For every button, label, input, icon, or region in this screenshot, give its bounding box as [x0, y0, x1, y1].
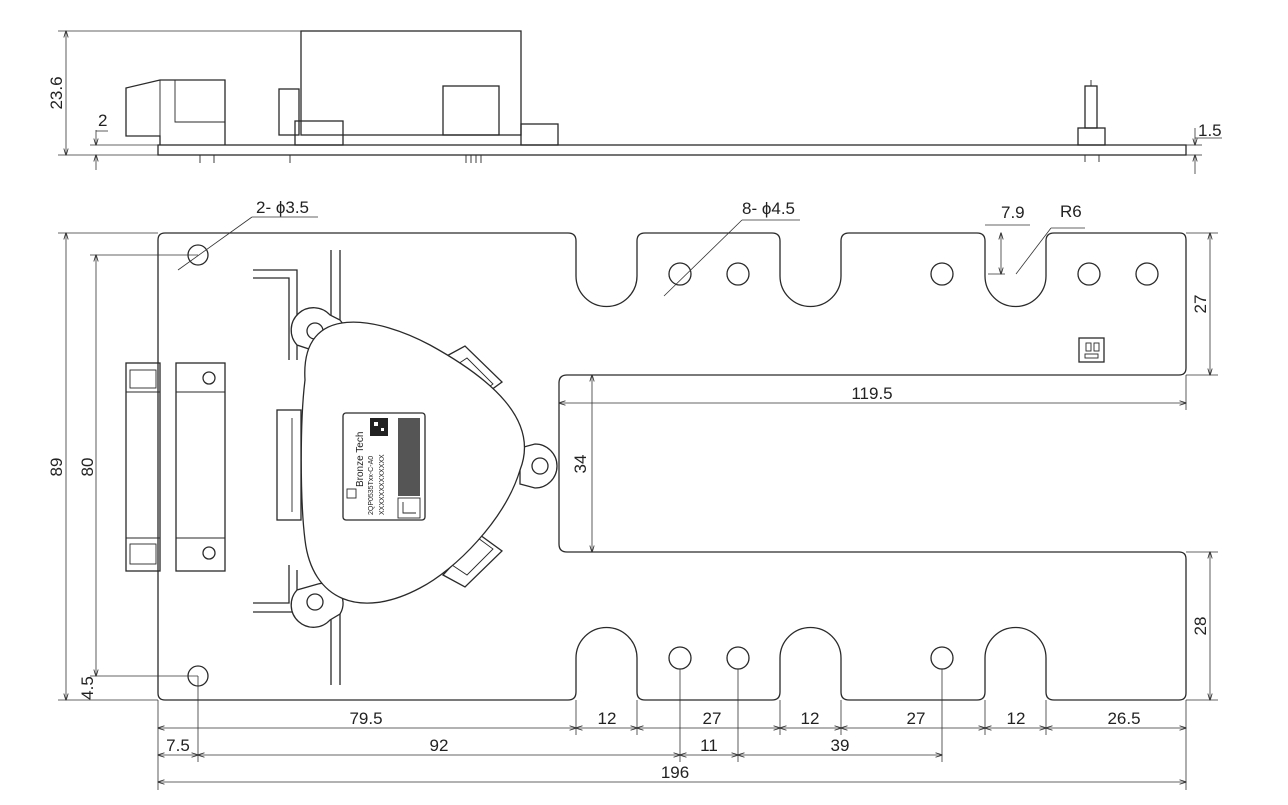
dim-cutout-length: 119.5 [851, 384, 892, 403]
dim-upper-arm-width: 27 [1191, 295, 1210, 314]
dimensions: 2- ϕ3.5 8- ϕ4.5 7.9 R6 89 80 4.5 27 [47, 198, 1218, 790]
small-component [1078, 337, 1105, 363]
dim-hole-to-hole-1: 92 [430, 736, 449, 755]
left-connector [125, 362, 226, 572]
dim-side-thickness: 1.5 [1198, 121, 1222, 140]
board-outline [157, 232, 1187, 701]
qr-code-icon [370, 418, 388, 436]
slot-hole [726, 262, 750, 286]
dim-hole-spacing-vertical: 80 [78, 458, 97, 477]
top-view: Bronze Tech 2QP0535Txx-C-A0 XXXXXXXXXXXX… [125, 232, 1187, 701]
label-part-number: 2QP0535Txx-C-A0 [368, 456, 375, 515]
dim-hole-to-hole-3: 39 [831, 736, 850, 755]
slot-hole [1135, 262, 1159, 286]
slot-hole [726, 646, 750, 670]
dim-cutout-height: 34 [571, 455, 590, 474]
dim-bottom-seg-6: 12 [1007, 709, 1026, 728]
corner-mark-icon [397, 497, 421, 519]
dim-slot-depth: 7.9 [1001, 203, 1025, 222]
dim-bottom-seg-5: 27 [907, 709, 926, 728]
dim-hole-offset-bottom: 4.5 [78, 676, 97, 700]
triangular-module [290, 307, 558, 628]
slot-hole [930, 262, 954, 286]
dim-bottom-seg-1: 79.5 [349, 709, 382, 728]
dim-slot-radius: R6 [1060, 202, 1082, 221]
slot-hole [668, 262, 692, 286]
module-label: Bronze Tech 2QP0535Txx-C-A0 XXXXXXXXXXXX… [342, 412, 426, 521]
dim-hole-to-hole-2: 11 [700, 736, 718, 755]
slot-hole [930, 646, 954, 670]
side-view: 23.6 2 1.5 [47, 31, 1222, 174]
label-serial: XXXXXXXXXXXXX [379, 454, 386, 515]
dim-side-height: 23.6 [47, 76, 66, 109]
slot-hole [1077, 262, 1101, 286]
dim-bottom-seg-3: 27 [703, 709, 722, 728]
dim-bottom-seg-2: 12 [598, 709, 617, 728]
dim-side-offset: 2 [98, 111, 107, 130]
dim-slot-hole-callout: 8- ϕ4.5 [742, 199, 795, 218]
label-brand: Bronze Tech [355, 432, 366, 487]
dim-overall-length: 196 [661, 763, 689, 782]
dim-top-hole-callout: 2- ϕ3.5 [256, 198, 309, 217]
dim-overall-height: 89 [47, 458, 66, 477]
dim-lower-arm-width: 28 [1191, 617, 1210, 636]
certification-marks-icon [398, 418, 420, 496]
slot-hole [668, 646, 692, 670]
dim-bottom-seg-4: 12 [801, 709, 820, 728]
dim-bottom-seg-7: 26.5 [1107, 709, 1140, 728]
dim-hole-offset-left: 7.5 [166, 736, 190, 755]
